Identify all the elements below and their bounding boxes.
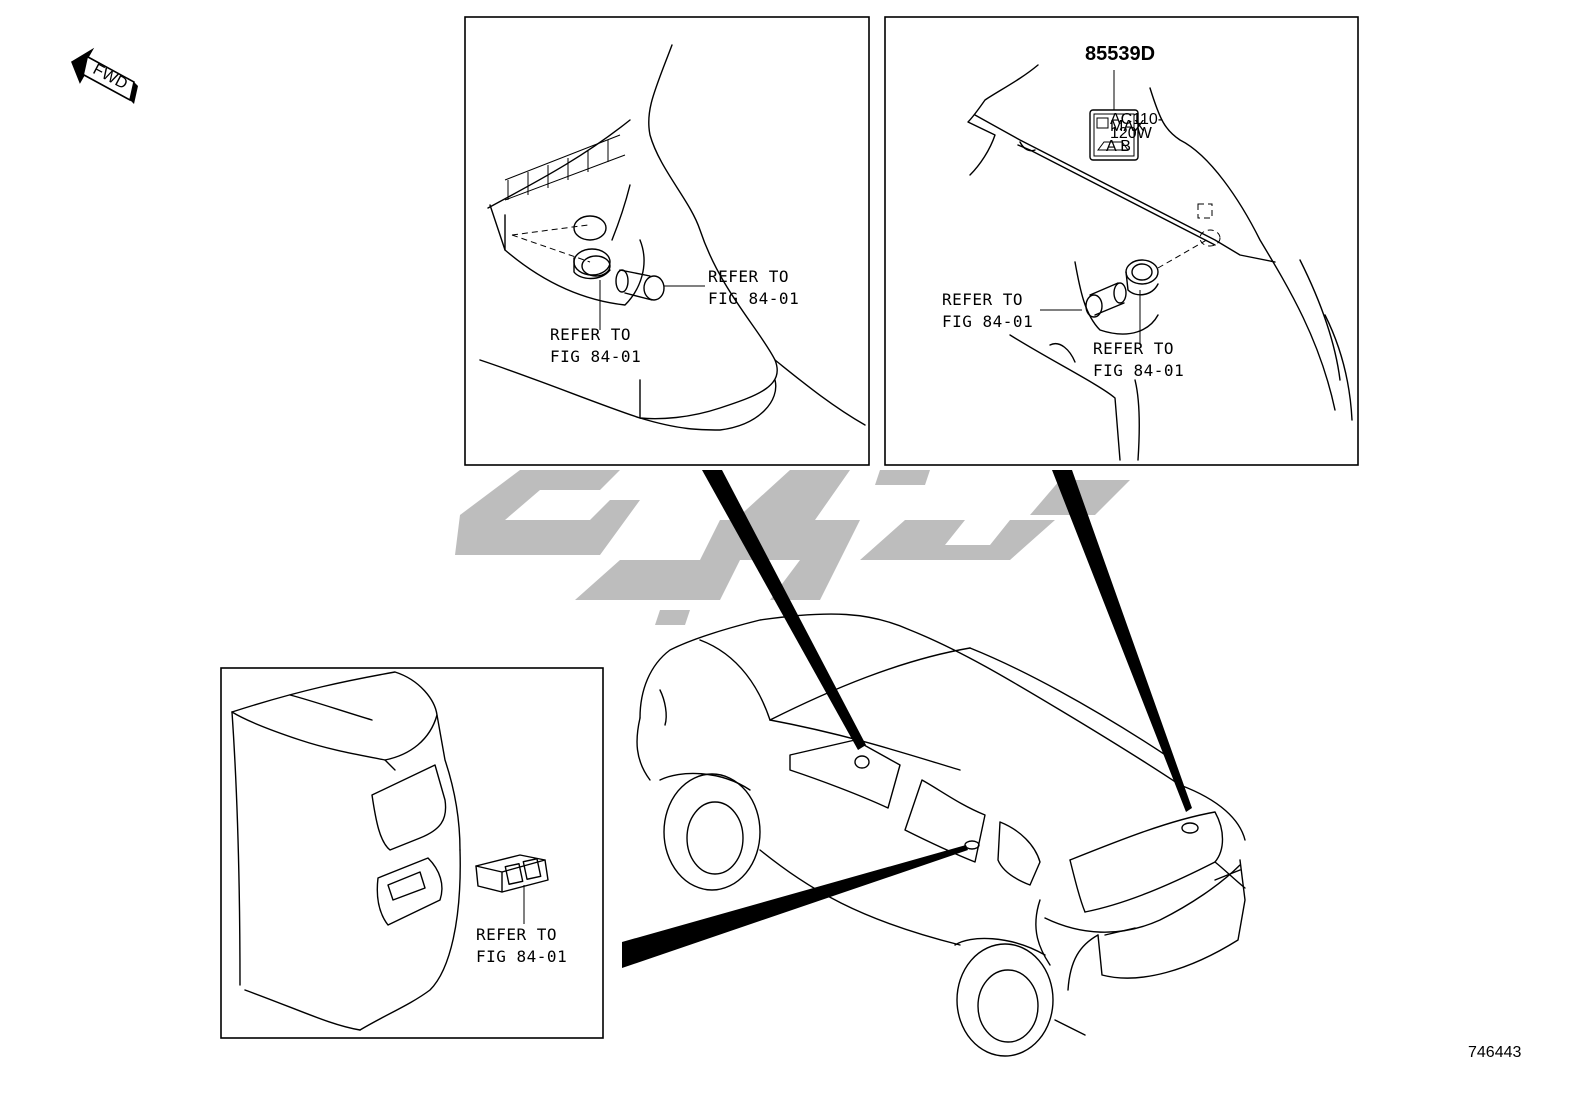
detail-panel-left: [464, 16, 870, 466]
watermark-logo: [455, 470, 1130, 625]
callout-text: REFER TO: [708, 267, 789, 286]
plate-text: AC110-: [1110, 111, 1163, 128]
plate-text: MAX: [1110, 118, 1145, 135]
pointer-wedge: [622, 845, 968, 968]
detail-left-drawing: [479, 44, 866, 431]
detail-right-drawing: AC110- MAX 120W A B: [967, 64, 1353, 461]
vehicle-drawing: [636, 613, 1246, 1057]
callout-text: FIG 84-01: [1093, 361, 1184, 380]
callout-text: FIG 84-01: [550, 347, 641, 366]
figure-number: 746443: [1468, 1044, 1521, 1061]
fwd-arrow-icon: FWD: [71, 47, 138, 104]
callout-text: REFER TO: [1093, 339, 1174, 358]
callout-text: REFER TO: [550, 325, 631, 344]
pointer-wedge: [702, 470, 866, 750]
plate-text: A B: [1106, 138, 1131, 155]
detail-panel-right: [884, 16, 1359, 466]
detail-bottom-drawing: [231, 671, 549, 1031]
callout-text: FIG 84-01: [476, 947, 567, 966]
callout-text: FIG 84-01: [708, 289, 799, 308]
detail-panel-bottom: [220, 667, 604, 1039]
callout-text: REFER TO: [476, 925, 557, 944]
callout-text: FIG 84-01: [942, 312, 1033, 331]
part-number: 85539D: [1085, 43, 1155, 65]
callout-text: REFER TO: [942, 290, 1023, 309]
pointer-wedge: [1052, 470, 1192, 812]
plate-text: 120W: [1110, 125, 1153, 142]
